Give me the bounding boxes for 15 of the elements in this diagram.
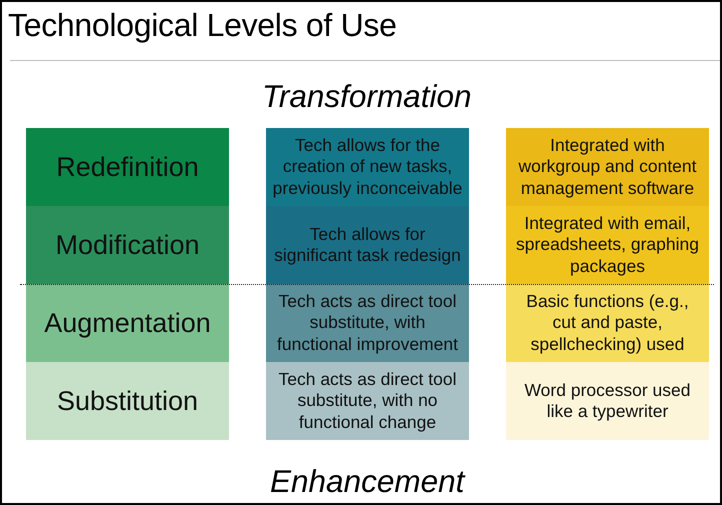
example-panel: Word processor used like a typewriter (506, 362, 709, 440)
example-panel: Integrated with email, spreadsheets, graphing packages (506, 206, 709, 284)
description-panel: Tech acts as direct tool substitute, with no functional change (266, 362, 469, 440)
level-panel: Augmentation (26, 284, 229, 362)
level-panel: Substitution (26, 362, 229, 440)
description-panel: Tech allows for significant task redesign (266, 206, 469, 284)
band-heading: Transformation (262, 77, 472, 116)
band-heading: Enhancement (270, 462, 464, 501)
level-panel: Modification (26, 206, 229, 284)
title: Technological Levels of Use (8, 6, 397, 45)
description-panel: Tech allows for the creation of new tasks, previously inconceivable (266, 128, 469, 206)
example-panel: Integrated with workgroup and content management software (506, 128, 709, 206)
example-panel: Basic functions (e.g., cut and paste, spellchecking) used (506, 284, 709, 362)
level-panel: Redefinition (26, 128, 229, 206)
description-panel: Tech acts as direct tool substitute, with functional improvement (266, 284, 469, 362)
